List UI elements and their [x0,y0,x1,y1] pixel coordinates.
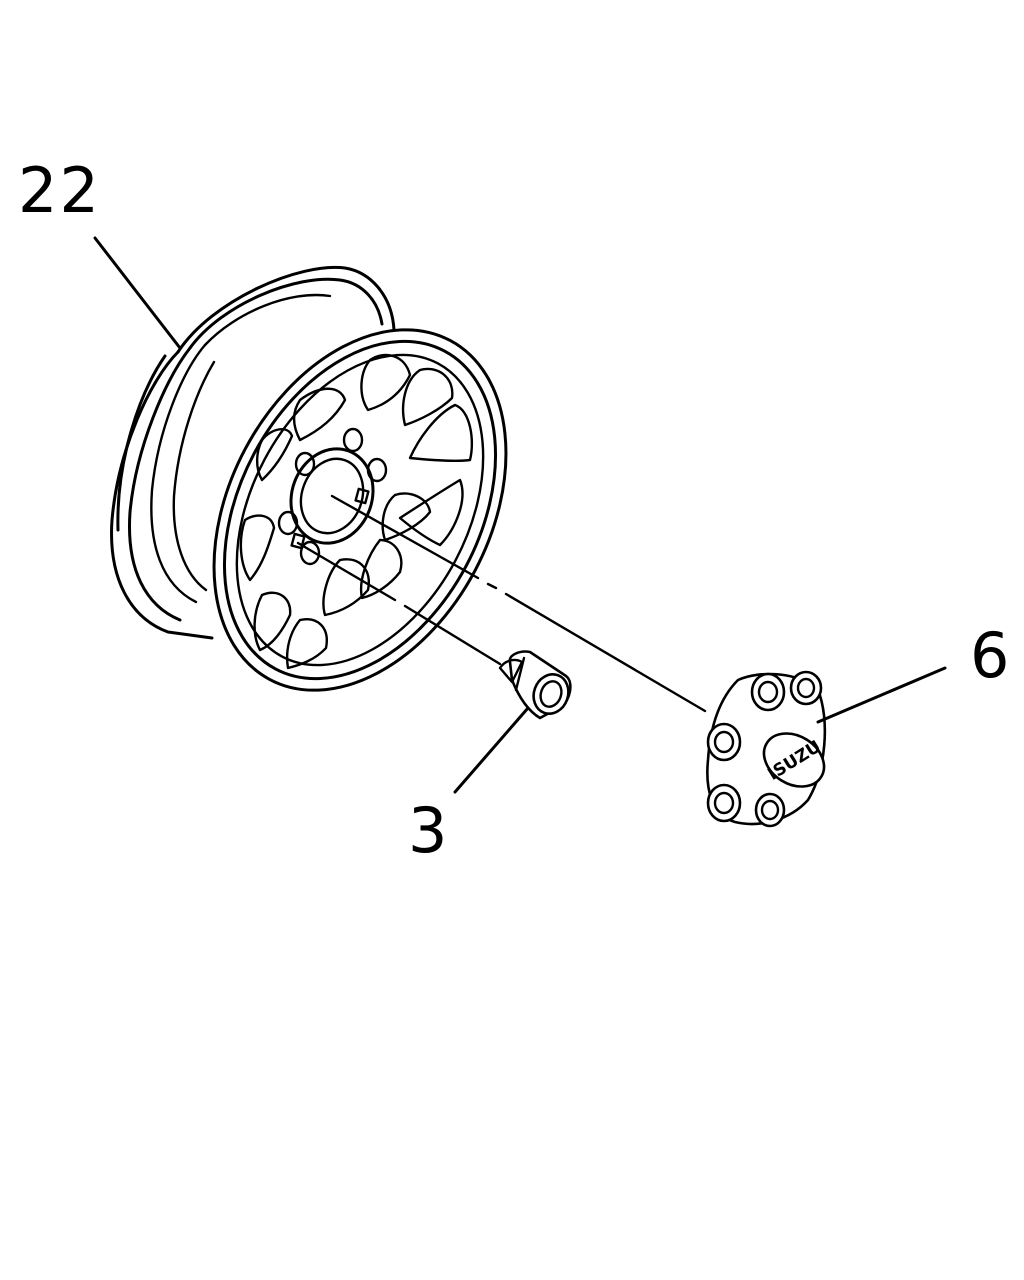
hub-centerline [330,494,707,713]
leader-line-6 [816,666,947,724]
leader-line-22 [93,236,182,350]
callout-6: 6 [970,619,1011,692]
wheel-rim [110,265,508,692]
lug-centerline [296,541,502,666]
center-cap: ISUZU [706,670,827,828]
callout-22: 22 [18,154,101,227]
leader-line-3 [453,706,530,794]
lug-nut [498,650,572,720]
callout-3: 3 [408,794,449,867]
